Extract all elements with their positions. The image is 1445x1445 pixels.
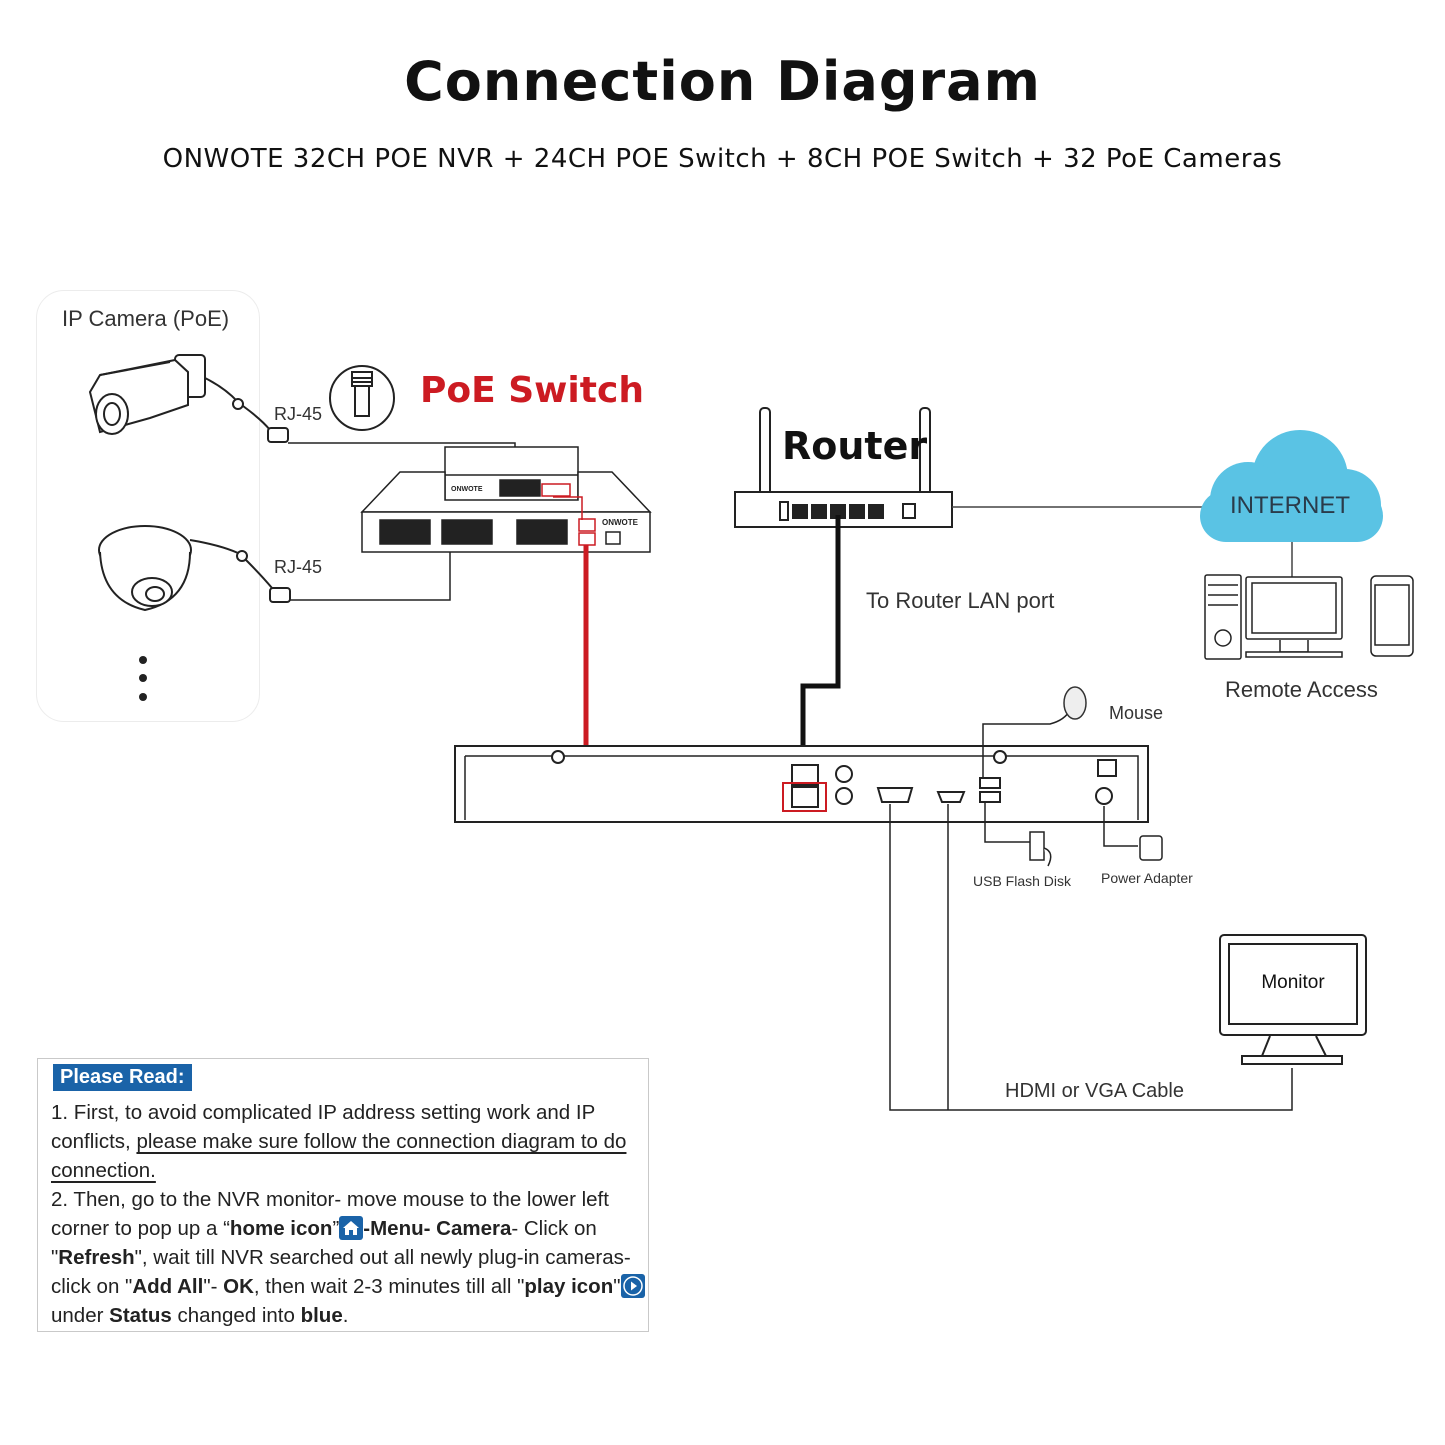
instruction-2-text-a: 2. Then, go to the NVR monitor- move mou… [51,1188,609,1240]
remote-access-label: Remote Access [1225,677,1378,702]
rj45-label-dome: RJ-45 [274,557,323,577]
usb-flash-disk-label: USB Flash Disk [973,873,1072,889]
instruction-1-emphasis: please make sure follow the connection d… [51,1130,627,1182]
poe-switch-24ch-icon [360,471,652,553]
monitor-label: Monitor [1261,972,1325,993]
instruction-2-text-b: ” [332,1217,340,1240]
camera-panel-title: IP Camera (PoE) [62,306,230,331]
instruction-1: 1. First, to avoid complicated IP addres… [51,1098,646,1185]
status-text: Status [109,1304,172,1327]
menu-camera-text: -Menu- Camera [363,1217,512,1240]
router-title: Router [782,424,928,468]
dome-camera-icon [98,525,291,612]
page-title: Connection Diagram [404,50,1041,113]
router-lan-label: To Router LAN port [866,588,1055,613]
rj45-label-bullet: RJ-45 [274,404,323,424]
instruction-2-text-j: . [342,1304,349,1327]
nvr-icon [454,745,1149,823]
switch-brand-large: ONWOTE [602,518,638,527]
router-icon [734,407,953,528]
usb-cable [984,802,1030,843]
instruction-2-text-g: " [613,1275,621,1298]
pc-tower-icon [1204,574,1242,660]
rj45-connector-icon [329,365,395,431]
internet-label: INTERNET [1230,492,1350,519]
ok-text: OK [223,1275,254,1298]
hdmi-vga-cables [889,804,1293,1111]
router-lan-cable [800,515,841,766]
blue-text: blue [300,1304,343,1327]
power-cable [1103,806,1138,847]
switch-brand-small: ONWOTE [451,486,483,493]
home-icon-text: home icon [229,1217,333,1240]
refresh-text: Refresh [58,1246,135,1269]
bullet-camera-icon [88,354,289,443]
play-icon-text: play icon [524,1275,614,1298]
instruction-1-text: 1. First, to avoid complicated IP addres… [51,1101,595,1153]
instruction-2-text-c: - Click on " [51,1217,597,1269]
poe-switch-8ch-icon [444,446,579,503]
red-link-between-switches [553,496,583,520]
camera-panel [36,290,260,722]
play-icon [620,1274,645,1298]
instruction-2-text-i: changed into [171,1304,301,1327]
add-all-text: Add All [132,1275,204,1298]
home-icon [339,1216,364,1240]
page-subtitle: ONWOTE 32CH POE NVR + 24CH POE Switch + … [162,144,1283,174]
power-adapter-icon [1139,835,1163,861]
please-read-box [37,1058,649,1332]
more-cameras-dots [139,656,147,701]
usb-flash-disk-icon [1029,831,1052,867]
cable-label: HDMI or VGA Cable [1005,1080,1184,1102]
instruction-2: 2. Then, go to the NVR monitor- move mou… [51,1185,646,1330]
mouse-icon [1063,686,1087,720]
instruction-2-text-f: , then wait 2-3 minutes till all " [253,1275,525,1298]
please-read-header: Please Read: [53,1064,192,1091]
instruction-2-text-e: "- [203,1275,224,1298]
mouse-label: Mouse [1109,703,1164,723]
cloud-icon [1200,430,1383,542]
instruction-2-text-h: under [51,1304,110,1327]
please-read-text: 1. First, to avoid complicated IP addres… [51,1098,646,1330]
monitor-icon [1219,934,1367,1065]
poe-switch-title: PoE Switch [420,370,644,411]
remote-monitor-icon [1245,576,1343,658]
instruction-2-text-d: ", wait till NVR searched out all newly … [51,1246,631,1298]
smartphone-icon [1370,575,1414,657]
power-adapter-label: Power Adapter [1101,870,1193,886]
